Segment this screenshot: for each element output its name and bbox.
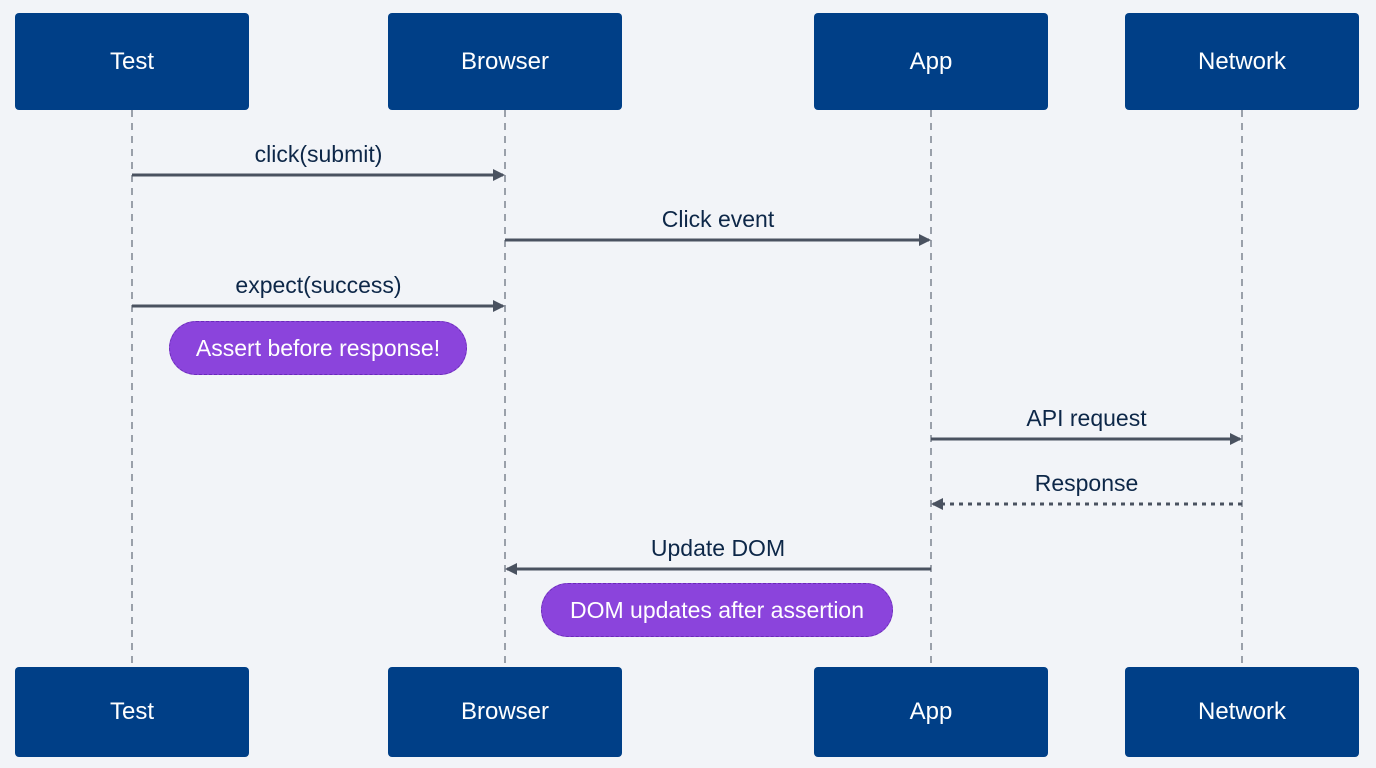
message-label-response: Response	[1034, 470, 1139, 496]
participant-network-top: Network	[1125, 13, 1359, 110]
participant-test-top: Test	[15, 13, 249, 110]
message-label-click-event: Click event	[661, 206, 775, 232]
participant-test-bottom: Test	[15, 667, 249, 757]
participant-app-bottom: App	[814, 667, 1048, 757]
participant-network-bottom: Network	[1125, 667, 1359, 757]
participant-app-top: App	[814, 13, 1048, 110]
message-label-update-dom: Update DOM	[650, 535, 786, 561]
message-label-expect-success: expect(success)	[235, 272, 402, 298]
message-label-click-submit: click(submit)	[254, 141, 383, 167]
participant-browser-top: Browser	[388, 13, 622, 110]
note-dom-updates-after-assertion: DOM updates after assertion	[541, 583, 893, 637]
participant-browser-bottom: Browser	[388, 667, 622, 757]
note-assert-before-response: Assert before response!	[169, 321, 467, 375]
message-label-api-request: API request	[1026, 405, 1147, 431]
